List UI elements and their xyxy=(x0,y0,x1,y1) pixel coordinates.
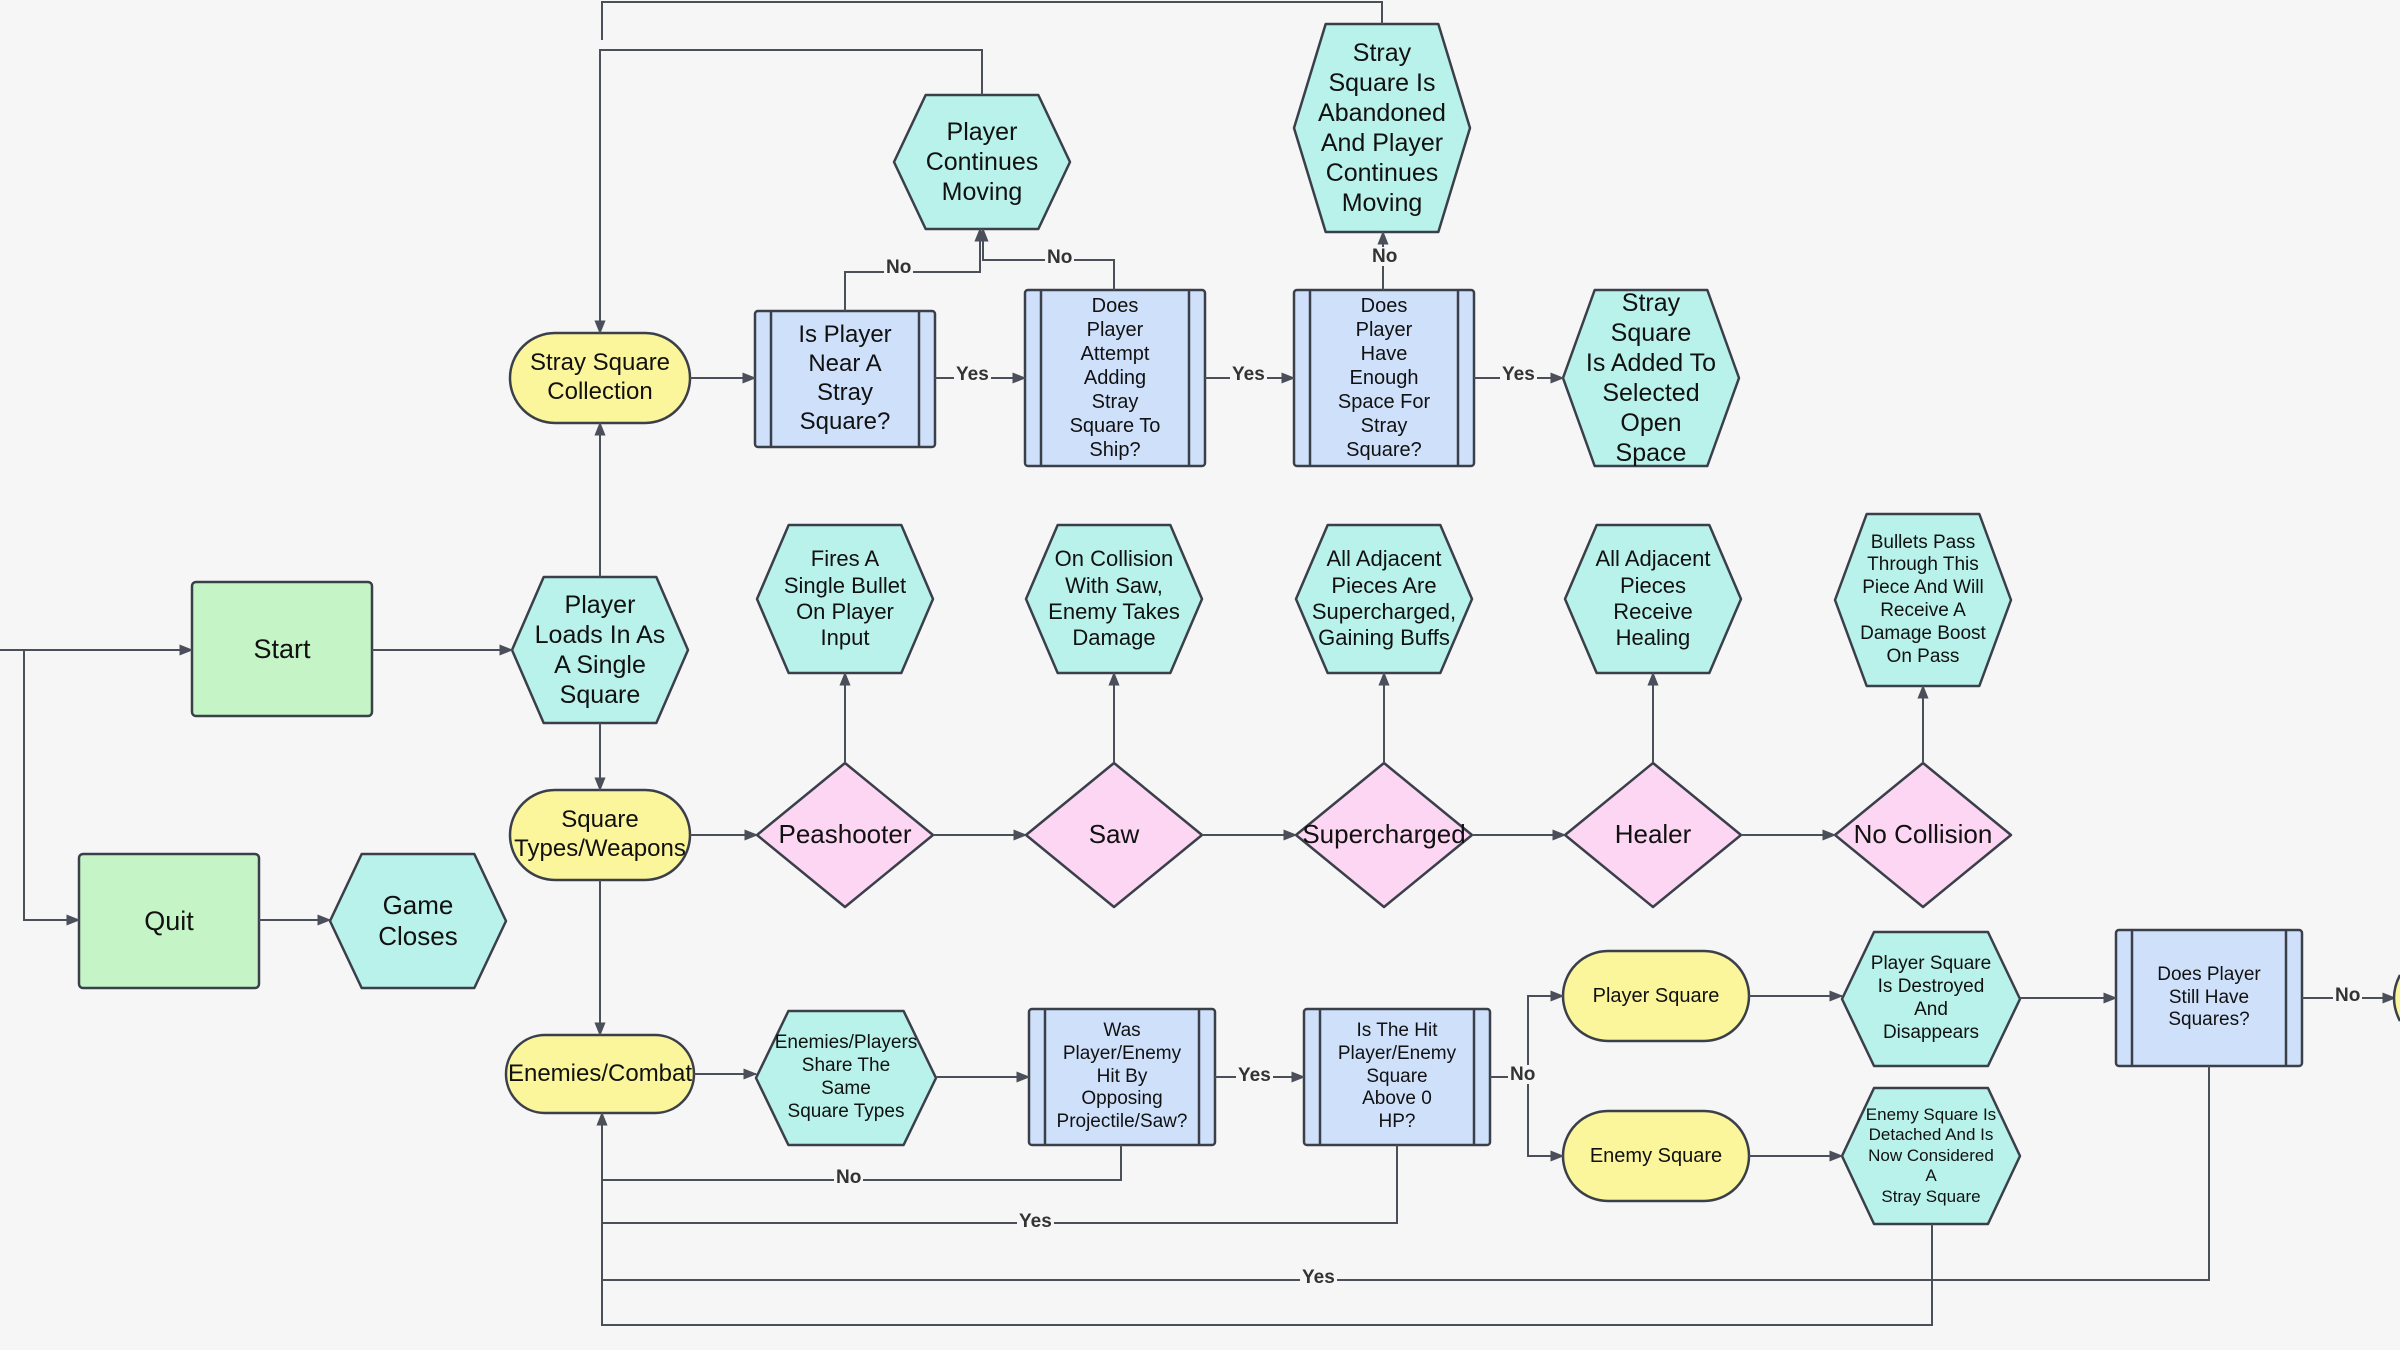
connector-15 xyxy=(601,1,1383,40)
quit-label: Quit xyxy=(144,905,194,936)
on-collision-saw-shape xyxy=(1024,523,1204,675)
edge-label-no-3: No xyxy=(884,257,914,278)
enemy-square-label: Enemy Square xyxy=(1589,1145,1723,1167)
peashooter-shape xyxy=(755,761,935,909)
saw-label: Saw xyxy=(1088,819,1140,850)
edge-label-no-5: No xyxy=(1370,246,1400,267)
no-collision-label: No Collision xyxy=(1853,819,1993,850)
stray-abandoned-shape xyxy=(1292,22,1472,234)
game-closes-node: Game Closes xyxy=(351,854,485,988)
player-continues-moving-shape xyxy=(892,93,1072,231)
all-adjacent-super-label: All Adjacent Pieces Are Supercharged, Ga… xyxy=(1311,546,1457,651)
still-have-squares-label: Does Player Still Have Squares? xyxy=(2157,963,2261,1031)
no-collision-node: No Collision xyxy=(1841,763,2005,907)
connector-38 xyxy=(601,1224,1933,1326)
healer-node: Healer xyxy=(1571,763,1735,907)
enemy-square-node: Enemy Square xyxy=(1569,1111,1743,1201)
stray-abandoned-node: Stray Square Is Abandoned And Player Con… xyxy=(1315,24,1449,232)
supercharged-label: Supercharged xyxy=(1302,819,1466,850)
edge-label-yes-2: Yes xyxy=(1500,364,1537,385)
all-adjacent-heal-node: All Adjacent Pieces Receive Healing xyxy=(1586,525,1720,673)
offscreen-node-edge xyxy=(2392,974,2400,1022)
player-continues-moving-label: Player Continues Moving xyxy=(925,118,1039,206)
edge-label-yes-6: Yes xyxy=(1236,1065,1273,1086)
healer-label: Healer xyxy=(1614,819,1692,850)
connector-14 xyxy=(594,49,983,335)
all-adjacent-heal-shape xyxy=(1563,523,1743,675)
peashooter-label: Peashooter xyxy=(778,819,912,850)
stray-square-collection-label: Stray Square Collection xyxy=(529,349,671,405)
edge-label-no-8: No xyxy=(2333,985,2363,1006)
edge-label-yes-10: Yes xyxy=(1017,1211,1054,1232)
player-square-node: Player Square xyxy=(1569,951,1743,1041)
enemy-detached-node: Enemy Square Is Detached And Is Now Cons… xyxy=(1863,1088,1998,1224)
all-adjacent-super-node: All Adjacent Pieces Are Supercharged, Ga… xyxy=(1312,525,1456,673)
peashooter-node: Peashooter xyxy=(763,763,927,907)
player-loads-node: Player Loads In As A Single Square xyxy=(533,577,667,723)
player-destroyed-label: Player Square Is Destroyed And Disappear… xyxy=(1870,953,1992,1043)
is-hit-above-node: Is The Hit Player/Enemy Square Above 0 H… xyxy=(1322,1009,1472,1145)
all-adjacent-heal-label: All Adjacent Pieces Receive Healing xyxy=(1595,546,1711,651)
game-closes-label: Game Closes xyxy=(378,889,458,951)
player-loads-label: Player Loads In As A Single Square xyxy=(534,591,666,709)
enemies-combat-label: Enemies/Combat xyxy=(507,1059,693,1087)
player-destroyed-node: Player Square Is Destroyed And Disappear… xyxy=(1863,932,1998,1066)
bullets-pass-label: Bullets Pass Through This Piece And Will… xyxy=(1860,531,1986,667)
player-continues-moving-node: Player Continues Moving xyxy=(915,95,1049,229)
supercharged-shape xyxy=(1294,761,1474,909)
edge-label-no-9: No xyxy=(834,1167,864,1188)
quit-node: Quit xyxy=(85,854,253,988)
was-hit-label: Was Player/Enemy Hit By Opposing Project… xyxy=(1056,1020,1188,1133)
bullets-pass-node: Bullets Pass Through This Piece And Will… xyxy=(1856,514,1990,686)
share-types-label: Enemies/Players Share The Same Square Ty… xyxy=(774,1032,918,1122)
does-player-attempt-label: Does Player Attempt Adding Stray Square … xyxy=(1069,295,1161,461)
stray-added-node: Stray Square Is Added To Selected Open S… xyxy=(1584,289,1718,467)
does-player-have-space-node: Does Player Have Enough Space For Stray … xyxy=(1312,290,1456,466)
stray-abandoned-label: Stray Square Is Abandoned And Player Con… xyxy=(1318,39,1446,217)
player-square-label: Player Square xyxy=(1592,985,1720,1007)
saw-shape xyxy=(1024,761,1204,909)
all-adjacent-super-shape xyxy=(1294,523,1474,675)
was-hit-node: Was Player/Enemy Hit By Opposing Project… xyxy=(1047,1009,1197,1145)
fires-bullet-shape xyxy=(755,523,935,675)
square-types-label: Square Types/Weapons xyxy=(514,806,686,862)
start-label: Start xyxy=(253,633,311,664)
does-player-have-space-label: Does Player Have Enough Space For Stray … xyxy=(1337,295,1431,461)
connector-0 xyxy=(0,649,81,926)
is-player-near-node: Is Player Near A Stray Square? xyxy=(773,311,917,447)
saw-node: Saw xyxy=(1032,763,1196,907)
healer-shape xyxy=(1563,761,1743,909)
start-node: Start xyxy=(198,582,366,716)
is-player-near-label: Is Player Near A Stray Square? xyxy=(798,321,892,435)
edge-label-yes-0: Yes xyxy=(954,364,991,385)
no-collision-shape xyxy=(1833,761,2013,909)
fires-bullet-node: Fires A Single Bullet On Player Input xyxy=(778,525,912,673)
on-collision-saw-label: On Collision With Saw, Enemy Takes Damag… xyxy=(1048,546,1180,651)
enemy-detached-label: Enemy Square Is Detached And Is Now Cons… xyxy=(1865,1105,1997,1206)
connector-37 xyxy=(601,1066,2210,1281)
does-player-attempt-node: Does Player Attempt Adding Stray Square … xyxy=(1043,290,1187,466)
edge-label-no-7: No xyxy=(1508,1064,1538,1085)
connector-36 xyxy=(601,1145,1398,1224)
bullets-pass-shape xyxy=(1833,512,2013,688)
enemies-combat-node: Enemies/Combat xyxy=(508,1035,692,1113)
supercharged-node: Supercharged xyxy=(1302,763,1466,907)
fires-bullet-label: Fires A Single Bullet On Player Input xyxy=(783,546,907,651)
stray-added-label: Stray Square Is Added To Selected Open S… xyxy=(1585,289,1717,467)
connector-30 xyxy=(1527,1077,1565,1162)
edge-label-no-4: No xyxy=(1045,247,1075,268)
edge-label-yes-11: Yes xyxy=(1300,1267,1337,1288)
still-have-squares-node: Does Player Still Have Squares? xyxy=(2134,930,2284,1066)
square-types-node: Square Types/Weapons xyxy=(514,790,686,880)
stray-square-collection-node: Stray Square Collection xyxy=(516,333,684,423)
on-collision-saw-node: On Collision With Saw, Enemy Takes Damag… xyxy=(1047,525,1181,673)
is-hit-above-label: Is The Hit Player/Enemy Square Above 0 H… xyxy=(1337,1020,1457,1133)
share-types-node: Enemies/Players Share The Same Square Ty… xyxy=(774,1011,918,1145)
edge-label-yes-1: Yes xyxy=(1230,364,1267,385)
